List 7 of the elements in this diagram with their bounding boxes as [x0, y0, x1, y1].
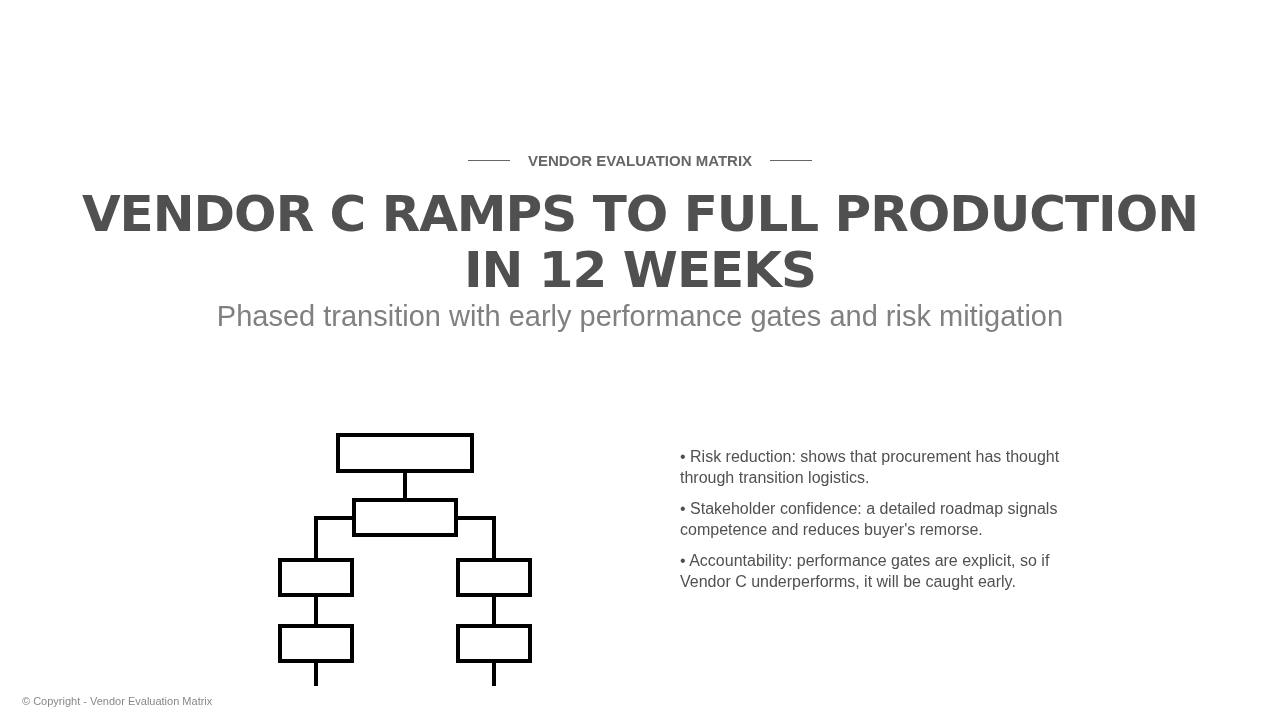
bullet-point: • Stakeholder confidence: a detailed roadmap signals competence and reduces buyer's remorse.: [680, 499, 1059, 540]
bullet-point: • Accountability: performance gates are explicit, so if Vendor C underperforms, it will be caught early.: [680, 551, 1051, 592]
eyebrow-heading: VENDOR EVALUATION MATRIX: [527, 152, 753, 169]
slide-subtitle: Phased transition with early performance gates and risk mitigation: [215, 300, 1065, 333]
copyright-footer: © Copyright - Vendor Evaluation Matrix: [22, 695, 213, 707]
bullet-point: • Risk reduction: shows that procurement has thought through transition logistics.: [680, 447, 1061, 488]
slide-title: VENDOR C RAMPS TO FULL PRODUCTION IN 12 WEEKS: [80, 186, 1200, 298]
